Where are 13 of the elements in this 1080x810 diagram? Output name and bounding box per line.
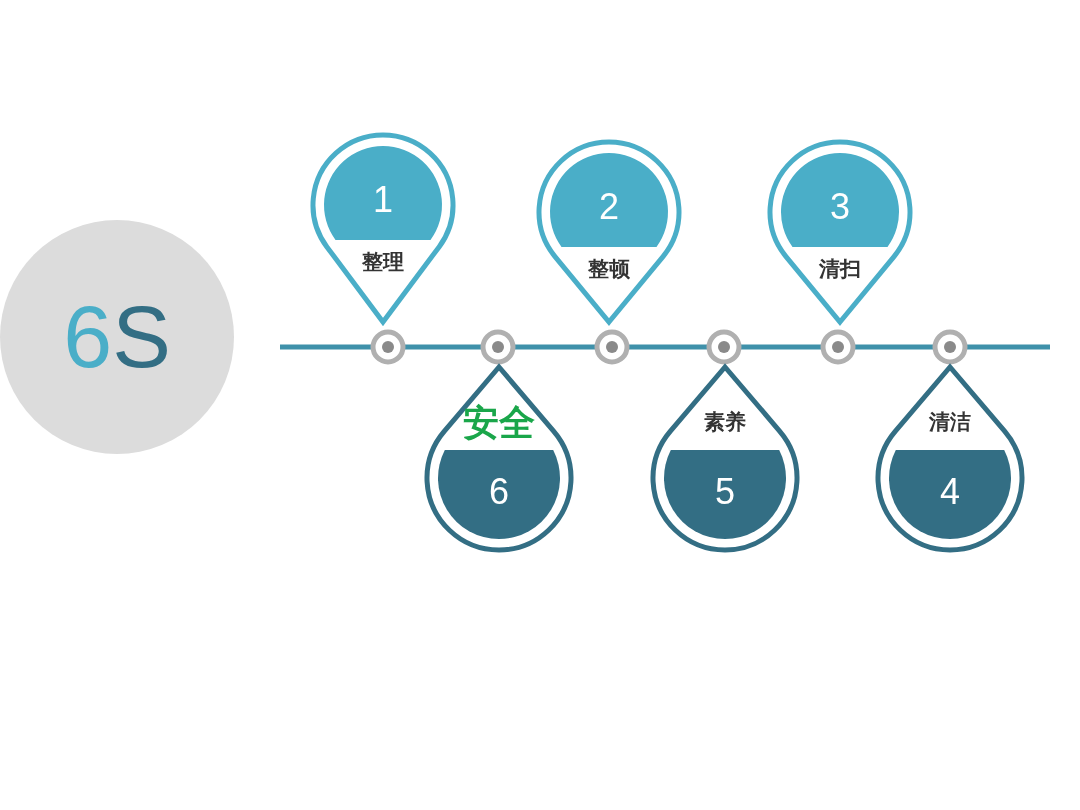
step-label: 整理 [362, 249, 404, 276]
step-number: 5 [715, 471, 735, 513]
step-label: 清扫 [819, 256, 861, 283]
step-label: 安全 [463, 400, 535, 445]
step-label: 整顿 [588, 256, 630, 283]
step-number: 2 [599, 186, 619, 228]
title-text: 6S [63, 286, 171, 388]
step-number: 1 [373, 179, 393, 221]
step-number: 4 [940, 471, 960, 513]
step-number: 6 [489, 471, 509, 513]
step-label: 素养 [704, 409, 746, 436]
step-number: 3 [830, 186, 850, 228]
step-label: 清洁 [929, 409, 971, 436]
